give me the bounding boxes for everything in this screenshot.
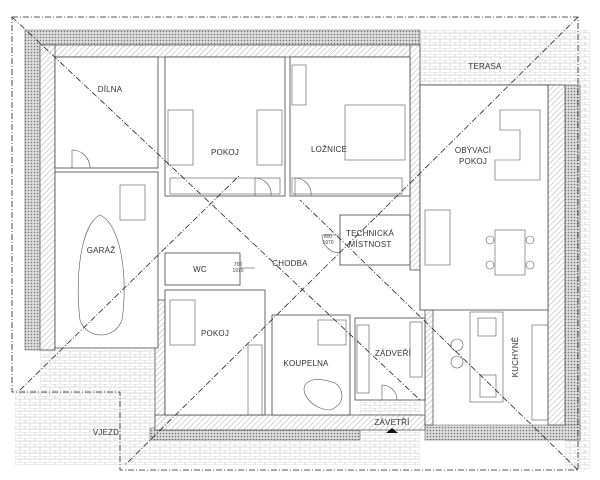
label-koupelna: KOUPELNA xyxy=(283,359,329,368)
room-pokoj-top xyxy=(164,56,286,197)
label-zadveri: ZÁDVEŘÍ xyxy=(375,349,412,358)
label-loznice: LOŽNICE xyxy=(311,145,347,154)
exterior-wall-bottom xyxy=(424,424,581,441)
room-wc xyxy=(164,252,241,286)
doors xyxy=(71,149,398,401)
label-pokoj-bottom: POKOJ xyxy=(201,329,229,338)
label-wc: WC xyxy=(193,265,207,274)
furniture xyxy=(77,64,549,421)
label-vjezd: VJEZD xyxy=(93,428,119,437)
room-zadveri xyxy=(354,317,426,401)
room-obyvaci xyxy=(419,84,549,311)
room-dilna xyxy=(54,56,159,169)
room-technicka xyxy=(339,214,411,266)
door-label-wc-height: 1970 xyxy=(232,268,243,274)
label-pokoj-top: POKOJ xyxy=(211,148,239,157)
wall xyxy=(424,309,434,426)
room-garaz xyxy=(54,171,159,349)
entrance-arrow-icon xyxy=(386,428,398,433)
label-zavetri: ZÁVETŘÍ xyxy=(374,418,410,427)
driveway-paving xyxy=(15,390,155,465)
door-label-wc-width: 700 xyxy=(234,262,243,268)
roof-outline xyxy=(11,16,579,471)
label-technicka-1: TECHNICKÁ xyxy=(346,229,394,238)
label-dilna: DÍLNA xyxy=(98,85,123,94)
room-koupelna xyxy=(271,314,351,416)
label-obyvaci-2: POKOJ xyxy=(459,157,487,166)
wall xyxy=(547,84,566,426)
door-label-technicka-width: 800 xyxy=(324,234,333,240)
label-kuchyne: KUCHYNĚ xyxy=(511,337,520,378)
terrace-paving xyxy=(420,30,590,85)
room-pokoj-bottom xyxy=(164,289,266,416)
room-loznice xyxy=(289,56,411,197)
wall xyxy=(39,44,421,58)
label-obyvaci-1: OBÝVACÍ xyxy=(455,146,492,155)
label-terasa: TERASA xyxy=(468,62,502,71)
door-label-technicka-height: 1970 xyxy=(322,240,333,246)
label-garaz: GARÁŽ xyxy=(87,246,116,255)
label-technicka-2: MÍSTNOST xyxy=(349,240,392,249)
wall xyxy=(409,44,421,271)
wall xyxy=(39,44,56,351)
driveway-paving-2 xyxy=(40,350,155,395)
label-chodba: CHODBA xyxy=(272,259,308,268)
